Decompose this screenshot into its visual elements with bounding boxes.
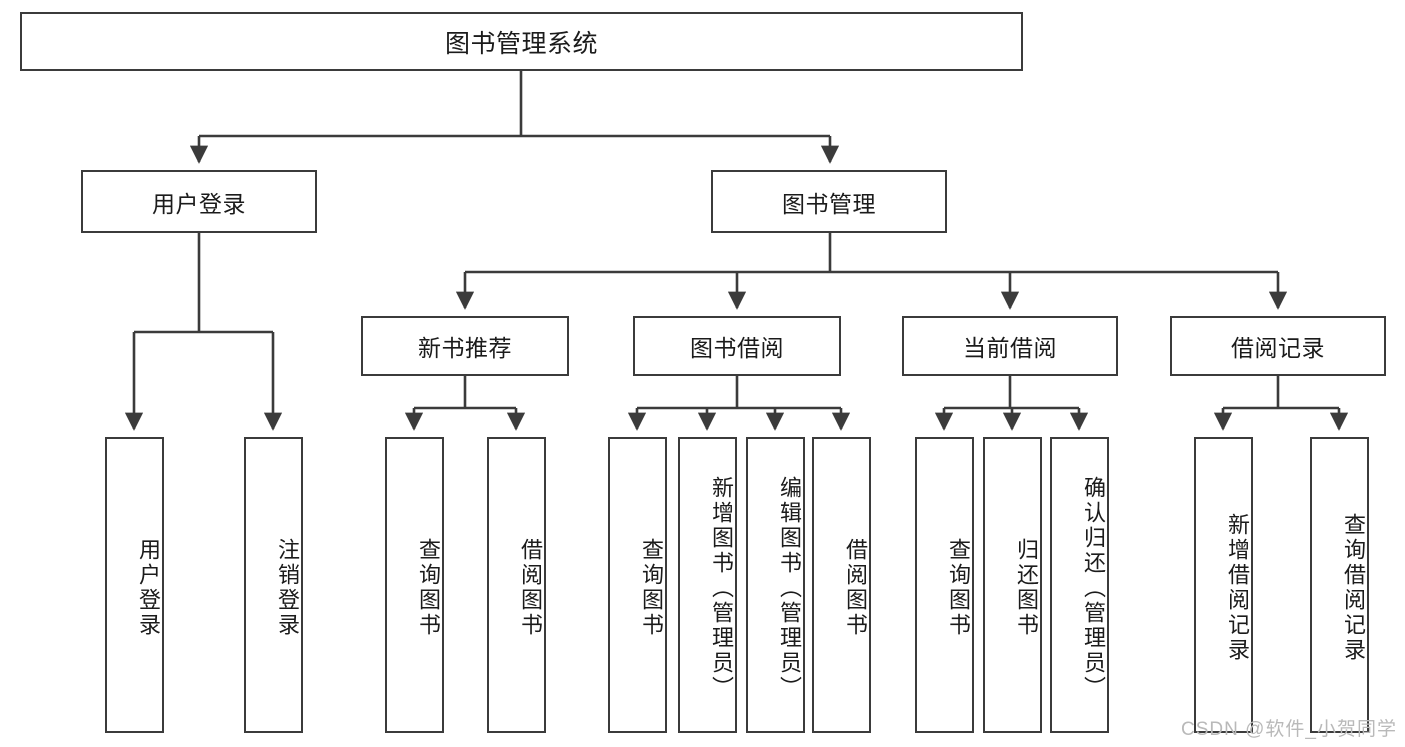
node-book-manage-label: 图书管理: [782, 190, 876, 217]
node-book-borrow-label: 图书借阅: [690, 335, 784, 361]
node-root-book-management-system[interactable]: 图书管理系统: [20, 12, 1023, 71]
node-book-borrow[interactable]: 图书借阅: [633, 316, 841, 376]
leaf-query-book-3-label: 查询图书: [946, 538, 971, 638]
node-user-login[interactable]: 用户登录: [81, 170, 317, 233]
leaf-query-book-2-label: 查询图书: [639, 538, 664, 638]
leaf-return-book-label: 归还图书: [1014, 538, 1039, 638]
node-borrow-record[interactable]: 借阅记录: [1170, 316, 1386, 376]
leaf-query-record[interactable]: 查询借阅记录: [1310, 437, 1369, 733]
node-book-manage[interactable]: 图书管理: [711, 170, 947, 233]
leaf-user-login[interactable]: 用户登录: [105, 437, 164, 733]
leaf-borrow-book-1[interactable]: 借阅图书: [487, 437, 546, 733]
leaf-query-record-label: 查询借阅记录: [1341, 513, 1366, 663]
leaf-add-book[interactable]: 新增图书（管理员）: [678, 437, 737, 733]
node-current-borrow[interactable]: 当前借阅: [902, 316, 1118, 376]
node-current-borrow-label: 当前借阅: [963, 335, 1057, 361]
leaf-borrow-book-2-label: 借阅图书: [843, 538, 868, 638]
node-root-label: 图书管理系统: [444, 29, 598, 58]
node-borrow-record-label: 借阅记录: [1231, 335, 1325, 361]
leaf-return-book[interactable]: 归还图书: [983, 437, 1042, 733]
leaf-logout-login[interactable]: 注销登录: [244, 437, 303, 733]
leaf-logout-login-label: 注销登录: [275, 538, 300, 638]
leaf-add-record-label: 新增借阅记录: [1225, 513, 1250, 663]
node-user-login-label: 用户登录: [152, 190, 246, 217]
leaf-edit-book[interactable]: 编辑图书（管理员）: [746, 437, 805, 733]
leaf-query-book-1[interactable]: 查询图书: [385, 437, 444, 733]
leaf-edit-book-label: 编辑图书（管理员）: [777, 475, 802, 701]
leaf-query-book-1-label: 查询图书: [416, 538, 441, 638]
leaf-confirm-return[interactable]: 确认归还（管理员）: [1050, 437, 1109, 733]
leaf-add-book-label: 新增图书（管理员）: [709, 475, 734, 701]
leaf-borrow-book-1-label: 借阅图书: [518, 538, 543, 638]
node-new-book-recommend[interactable]: 新书推荐: [361, 316, 569, 376]
leaf-borrow-book-2[interactable]: 借阅图书: [812, 437, 871, 733]
leaf-query-book-3[interactable]: 查询图书: [915, 437, 974, 733]
leaf-user-login-label: 用户登录: [136, 538, 161, 638]
leaf-query-book-2[interactable]: 查询图书: [608, 437, 667, 733]
leaf-confirm-return-label: 确认归还（管理员）: [1081, 475, 1106, 701]
node-new-book-recommend-label: 新书推荐: [418, 335, 512, 361]
leaf-add-record[interactable]: 新增借阅记录: [1194, 437, 1253, 733]
